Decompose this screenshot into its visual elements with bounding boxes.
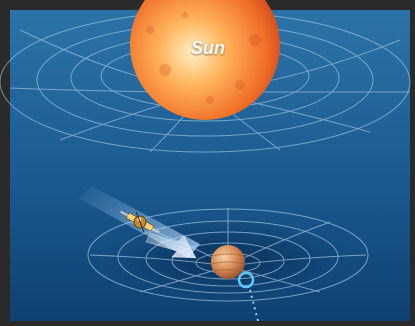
circle-marker-icon [237,271,255,289]
arrow-icon [145,232,197,259]
sun-surface-texture [146,12,261,104]
planet-bands [210,253,246,272]
spacecraft-icon [120,210,160,234]
sun-icon [130,0,280,120]
